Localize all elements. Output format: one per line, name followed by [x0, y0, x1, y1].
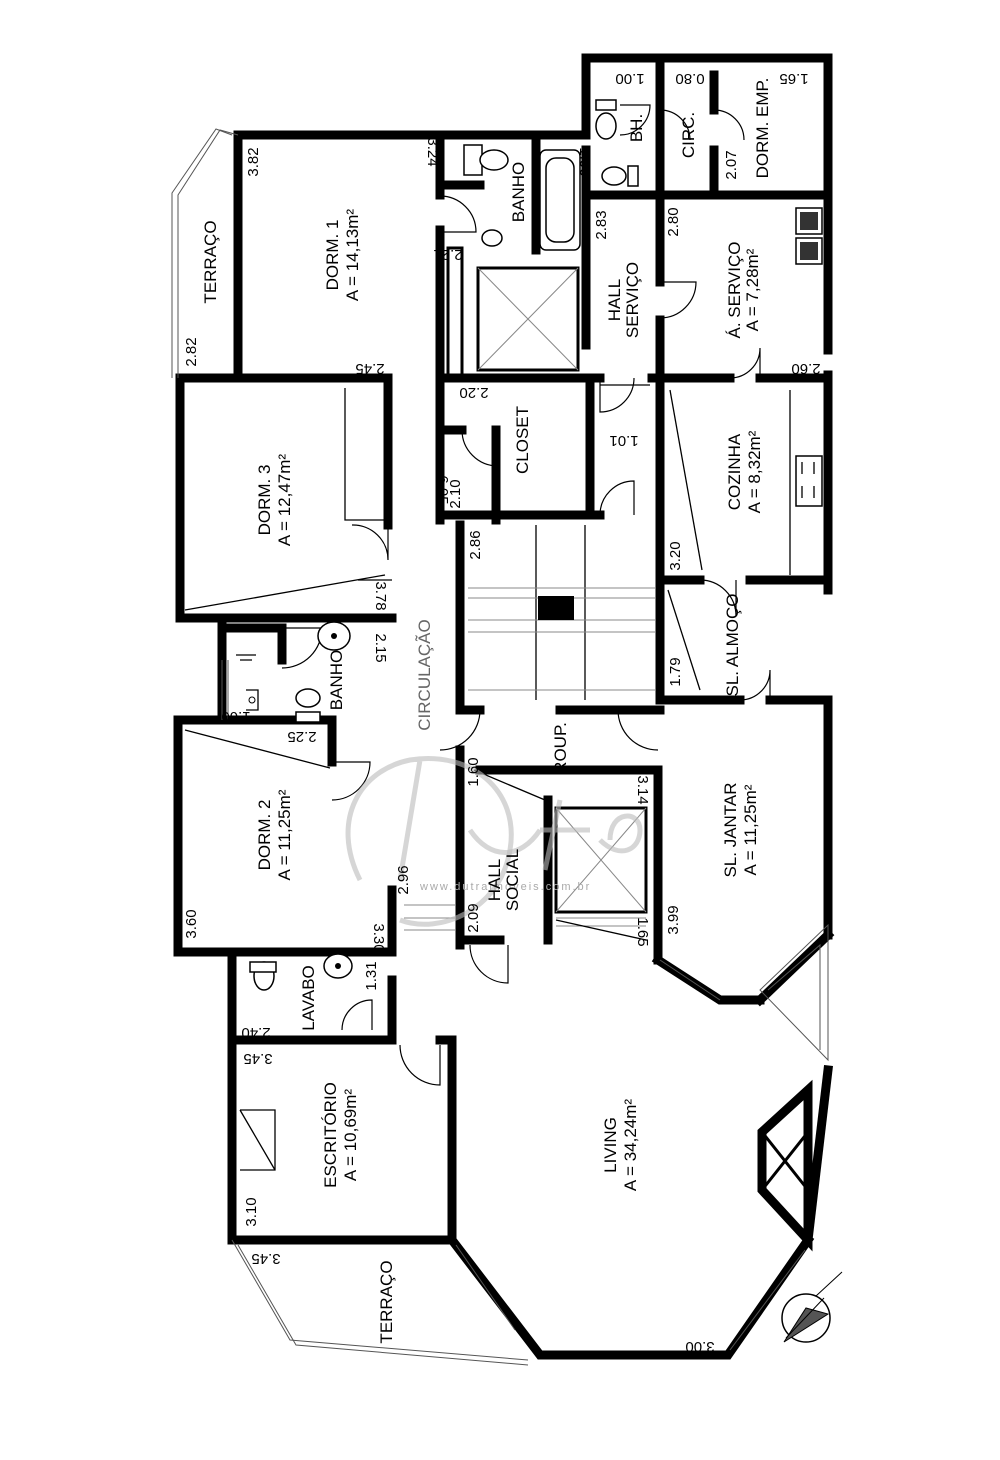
dim-label: 1.90: [576, 147, 593, 176]
toilet-icon: [463, 144, 509, 176]
doors: [281, 104, 771, 1086]
washing-machine-icon: [795, 207, 823, 265]
watermark-logo: www.dutraimoveis.com.br: [345, 756, 643, 927]
fixtures: [236, 99, 823, 991]
dim-label: 2.07: [723, 150, 740, 179]
dim-label: 3.20: [667, 541, 684, 570]
dim-label: 2.25: [287, 728, 316, 745]
room-labels: DORM. 1 A = 14,13m² TERRAÇO BANHO BH. CI…: [201, 78, 772, 1344]
room-living-area: A = 34,24m²: [621, 1099, 640, 1191]
dim-label: 2.21: [433, 246, 462, 263]
dim-label: 2.83: [593, 210, 610, 239]
room-terraco-bottom-name: TERRAÇO: [377, 1260, 396, 1343]
room-sl-almoco-name: SL. ALMOÇO: [723, 594, 742, 697]
room-bh-name: BH.: [627, 114, 646, 142]
bathtub-icon: [539, 149, 581, 251]
dim-label: 1.60: [221, 708, 250, 725]
room-escritorio-area: A = 10,69m²: [341, 1089, 360, 1181]
dim-label: 1.60: [465, 757, 482, 786]
room-lavabo-name: LAVABO: [299, 965, 318, 1031]
room-dorm-emp-name: DORM. EMP.: [753, 78, 772, 179]
dim-label: 1.31: [363, 961, 380, 990]
room-living-name: LIVING: [601, 1117, 620, 1173]
dim-label: 2.96: [395, 865, 412, 894]
wardrobes: [184, 384, 791, 1171]
sink-icon: [323, 953, 353, 979]
room-area-servico-name: Á. SERVIÇO: [725, 242, 744, 339]
room-dorm1-name: DORM. 1: [323, 220, 342, 291]
room-hall-social-line2: SOCIAL: [503, 849, 522, 911]
dim-label: 2.82: [183, 337, 200, 366]
dim-label: 3.82: [245, 147, 262, 176]
stairs: [404, 525, 655, 931]
room-terraco-top-name: TERRAÇO: [201, 220, 220, 303]
toilet-icon: [295, 688, 321, 723]
room-dorm3-area: A = 12,47m²: [275, 454, 294, 546]
dim-label: 3.30: [370, 923, 387, 952]
dim-label: 3.10: [243, 1197, 260, 1226]
room-dorm1-area: A = 14,13m²: [343, 209, 362, 301]
dim-label: 1.79: [667, 657, 684, 686]
dim-label: 1.65: [634, 917, 651, 946]
dim-label: 3.24: [424, 137, 441, 166]
terraces: [171, 128, 829, 1366]
dim-label: 2.10: [447, 479, 464, 508]
toilet-icon: [601, 165, 639, 187]
room-hall-servico-line2: SERVIÇO: [623, 262, 642, 338]
dim-label: 2.40: [241, 1024, 270, 1041]
room-dorm3-name: DORM. 3: [255, 465, 274, 536]
room-sl-jantar-area: A = 11,25m²: [741, 784, 760, 875]
interior-walls: [435, 53, 835, 1252]
room-hall-social-line1: HALL: [485, 859, 504, 902]
dim-label: 2.45: [355, 360, 384, 377]
room-cozinha-name: COZINHA: [725, 433, 744, 510]
sink-icon: [317, 621, 351, 651]
sink-icon: [246, 689, 259, 711]
sink-icon: [481, 229, 503, 247]
room-hall-servico-line1: HALL: [605, 279, 624, 322]
shower-icon: [236, 654, 256, 661]
room-dorm2-name: DORM. 2: [255, 800, 274, 871]
room-cozinha-area: A = 8,32m²: [745, 430, 764, 513]
exterior-walls: [173, 53, 833, 1360]
room-closet-name: CLOSET: [513, 406, 532, 474]
dim-label: 1.01: [609, 432, 638, 449]
dim-label: 6.05: [434, 475, 451, 504]
room-banho2-name: BANHO: [327, 650, 346, 710]
dim-label: 3.14: [634, 775, 651, 804]
dim-label: 2.09: [465, 903, 482, 932]
dimension-labels: 3.82 3.24 1.90 1.00 0.80 1.65 2.07 2.83 …: [183, 70, 821, 1355]
watermark-url: www.dutraimoveis.com.br: [419, 881, 591, 893]
room-roup-name: ROUP.: [551, 722, 570, 774]
dim-label: 2.20: [459, 384, 488, 401]
room-circ-name: CIRC.: [679, 112, 698, 158]
room-sl-jantar-name: SL. JANTAR: [721, 782, 740, 877]
dim-label: 1.65: [779, 70, 808, 87]
dim-label: 1.00: [615, 70, 644, 87]
dim-label: 2.60: [791, 360, 820, 377]
dim-label: 3.60: [183, 909, 200, 938]
dim-label: 3.99: [665, 905, 682, 934]
room-dorm2-area: A = 11,25m²: [275, 789, 294, 880]
toilet-icon: [249, 961, 277, 991]
dim-label: 2.80: [665, 207, 682, 236]
room-escritorio-name: ESCRITÓRIO: [321, 1082, 340, 1188]
dim-label: 3.00: [685, 1338, 714, 1355]
dim-label: 2.86: [467, 530, 484, 559]
room-banho1-name: BANHO: [509, 162, 528, 222]
stove-icon: [795, 455, 823, 507]
dim-label: 3.45: [251, 1250, 280, 1267]
room-circulacao-name: CIRCULAÇÃO: [415, 619, 434, 730]
dim-label: 2.15: [372, 633, 389, 662]
toilet-icon: [595, 99, 617, 140]
room-area-servico-area: A = 7,28m²: [743, 248, 762, 331]
north-arrow-icon: [781, 1271, 843, 1343]
dim-label: 3.45: [243, 1050, 272, 1067]
dim-label: 0.80: [675, 70, 704, 87]
dim-label: 3.78: [372, 581, 389, 610]
